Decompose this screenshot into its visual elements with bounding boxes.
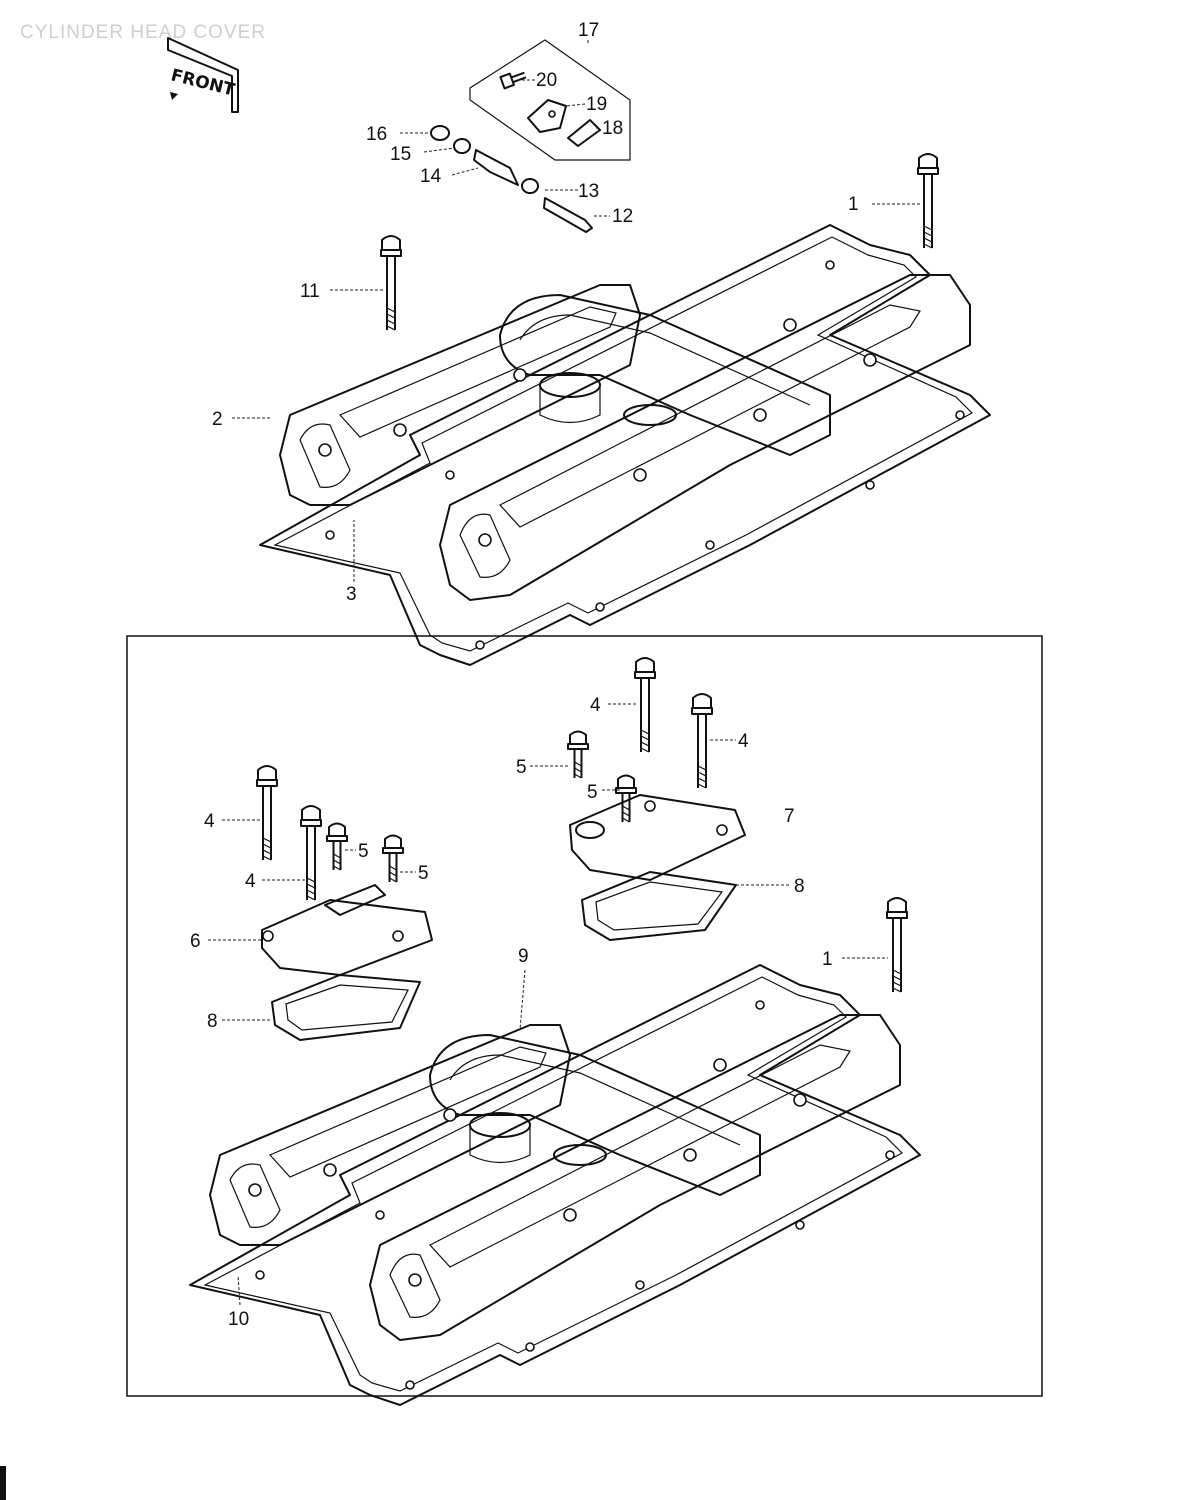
bolt-11-icon [380,235,402,331]
screw-5c-icon [326,822,348,871]
callout-19: 19 [586,94,607,115]
callout-10: 10 [228,1309,249,1330]
fitting-14-icon [473,149,519,186]
callout-7: 7 [784,806,795,827]
page-edge-mark [0,1466,6,1500]
callout-5c: 5 [358,841,369,862]
front-arrow-icon [170,92,178,100]
bottom-assembly: 4 4 5 5 7 8 4 4 5 5 6 8 9 1 10 [126,635,1043,1406]
callout-8a: 8 [794,876,805,897]
front-label: FRONT [169,65,237,100]
callout-5a: 5 [516,757,527,778]
callout-4b: 4 [738,731,749,752]
front-direction-tag: FRONT [167,37,239,113]
screw-20-icon [499,71,527,90]
bolt-1-top-icon [917,153,939,249]
callout-17: 17 [578,20,599,41]
gasket-8-right-icon [581,871,737,941]
callout-8b: 8 [207,1011,218,1032]
callout-3: 3 [346,584,357,605]
screw-5a-icon [567,730,589,779]
bolt-1-bottom-icon [886,897,908,993]
top-assembly: 17 20 19 18 16 15 14 13 12 1 11 2 3 [212,20,991,666]
cylinder-head-cover-top [259,224,991,666]
callout-16: 16 [366,124,387,145]
banjo-bolt-12-icon [543,197,593,233]
callout-6: 6 [190,931,201,952]
washer-15-icon [453,138,471,154]
plate-19-icon [527,99,567,133]
bolt-4a-icon [634,657,656,753]
callout-18: 18 [602,118,623,139]
callout-5d: 5 [418,863,429,884]
callout-13: 13 [578,181,599,202]
clip-18-icon [567,119,601,147]
callout-1-top: 1 [848,194,859,215]
callout-5b: 5 [587,782,598,803]
bottom-assembly-frame [126,635,1043,1397]
breather-cover-7-icon [569,794,746,881]
callout-12: 12 [612,206,633,227]
callout-20: 20 [536,70,557,91]
callout-4a: 4 [590,695,601,716]
callout-14: 14 [420,166,442,187]
callout-15: 15 [390,144,411,165]
kit-bracket-17 [469,39,631,161]
bolt-4d-icon [300,805,322,901]
screw-5d-icon [382,834,404,883]
cylinder-head-cover-bottom [189,964,921,1406]
callout-11: 11 [300,281,320,302]
callout-4c: 4 [204,811,215,832]
breather-cover-6-icon [261,899,433,976]
bolt-4b-icon [691,693,713,789]
oring-13-icon [521,178,539,194]
gasket-8-left-icon [271,974,421,1041]
callout-4d: 4 [245,871,256,892]
callout-9: 9 [518,946,529,967]
diagram-title: CYLINDER HEAD COVER [20,22,266,43]
callout-1-bottom: 1 [822,949,833,970]
callout-2: 2 [212,409,223,430]
bolt-4c-icon [256,765,278,861]
nut-16-icon [430,125,450,141]
